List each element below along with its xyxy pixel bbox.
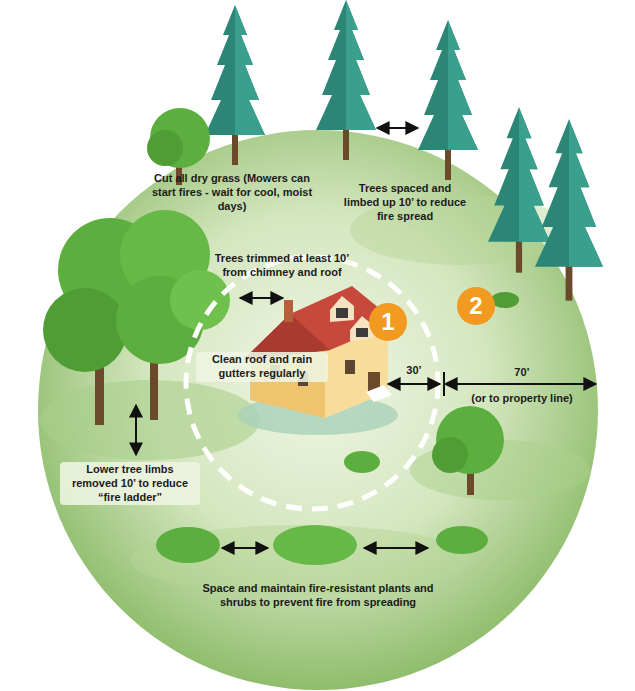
spacing-arrow xyxy=(222,547,268,549)
callout-number: 1 xyxy=(368,302,408,336)
conifer xyxy=(316,0,376,160)
spacing-arrow xyxy=(364,547,428,549)
note: Clean roof and rain gutters regularly xyxy=(196,352,328,382)
note: Cut all dry grass (Mowers can start fire… xyxy=(150,172,315,213)
conifer xyxy=(205,5,265,165)
dimension-arrow xyxy=(445,383,596,385)
dimension-label: 70’ xyxy=(502,366,542,380)
clearance-arrow xyxy=(240,297,283,299)
note: Trees spaced and limbed up 10’ to reduce… xyxy=(340,182,470,223)
callout-circle: 2 xyxy=(456,286,496,326)
note: Lower tree limbs removed 10’ to reduce “… xyxy=(60,462,200,505)
conifer xyxy=(418,20,478,180)
note: (or to property line) xyxy=(452,392,592,406)
conifer xyxy=(488,107,550,272)
dimension-arrow xyxy=(388,383,440,385)
spacing-arrow xyxy=(377,127,418,129)
dimension-label: 30’ xyxy=(394,364,434,378)
conifer xyxy=(535,119,603,300)
clearance-arrow xyxy=(135,405,137,455)
callout-number: 2 xyxy=(456,286,496,320)
callout-circle: 1 xyxy=(368,302,408,342)
note: Space and maintain fire-resistant plants… xyxy=(183,582,453,610)
note: Trees trimmed at least 10’ from chimney … xyxy=(207,252,357,280)
